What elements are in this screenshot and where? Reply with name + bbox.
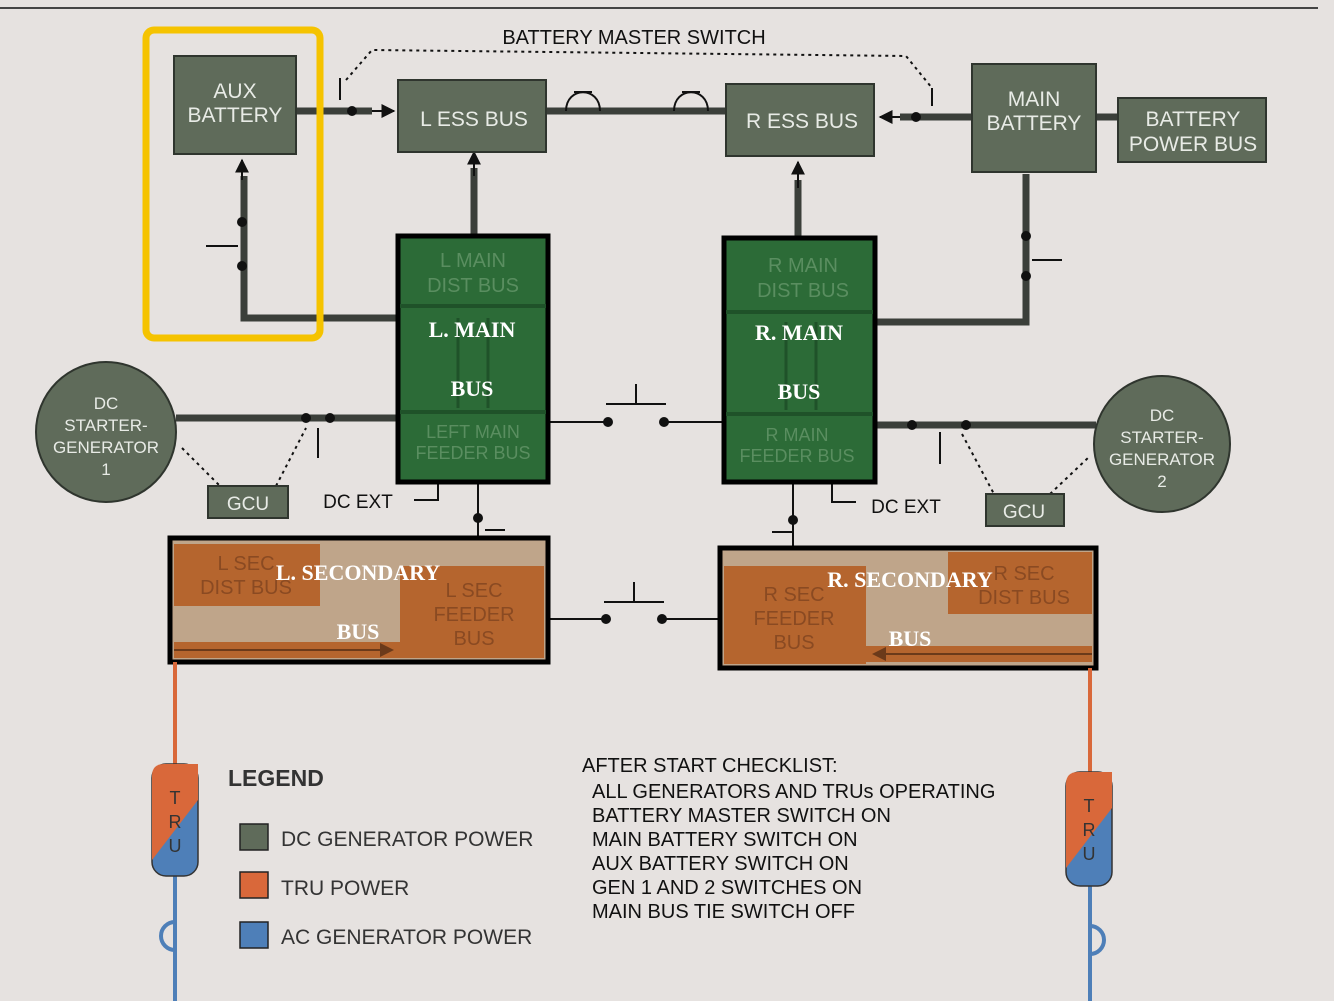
r-sec-feeder-line3: BUS	[773, 632, 814, 654]
main-battery-line2: BATTERY	[987, 112, 1082, 135]
tru-right: T R U	[1065, 668, 1113, 1001]
legend-item-dc: DC GENERATOR POWER	[239, 823, 533, 851]
l-main-overlay-line2: BUS	[451, 376, 494, 401]
legend: LEGEND DC GENERATOR POWER TRU POWER AC G…	[228, 765, 533, 949]
checklist-item: AUX BATTERY SWITCH ON	[592, 853, 849, 875]
aux-battery-highlight	[142, 26, 324, 342]
after-start-checklist: AFTER START CHECKLIST: ALL GENERATORS AN…	[582, 755, 995, 923]
l-main-overlay-line1: L. MAIN	[429, 317, 516, 342]
r-ess-bus-box: R ESS BUS	[725, 83, 875, 157]
gen1-line2: STARTER-	[64, 416, 147, 435]
tru-right-t: T	[1084, 796, 1095, 816]
checklist-item: MAIN BUS TIE SWITCH OFF	[592, 901, 855, 923]
battery-power-bus-line2: POWER BUS	[1129, 133, 1257, 156]
tru-left-t: T	[170, 788, 181, 808]
l-secondary-overlay-line2: BUS	[337, 619, 380, 644]
l-sec-feeder-line2: FEEDER	[433, 604, 514, 626]
aux-battery-box: AUX BATTERY	[173, 55, 297, 155]
checklist-title: AFTER START CHECKLIST:	[582, 755, 838, 777]
gen1-line3: GENERATOR	[53, 438, 159, 457]
checklist-item: ALL GENERATORS AND TRUs OPERATING	[592, 781, 995, 803]
l-main-feeder-line1: LEFT MAIN	[426, 422, 520, 442]
r-main-dist-bus-line2: DIST BUS	[757, 280, 849, 302]
r-ess-bus-label: R ESS BUS	[746, 110, 858, 133]
battery-power-bus-box: BATTERY POWER BUS	[1117, 97, 1267, 163]
legend-label-ac: AC GENERATOR POWER	[281, 926, 532, 949]
l-secondary-bus: L SEC DIST BUS L SEC FEEDER BUS L. SECON…	[167, 535, 551, 665]
tru-right-u: U	[1083, 844, 1096, 864]
l-ess-bus-box: L ESS BUS	[397, 79, 547, 153]
l-secondary-overlay-line1: L. SECONDARY	[276, 560, 440, 585]
r-main-feeder-line1: R MAIN	[766, 425, 829, 445]
gen2-line2: STARTER-	[1120, 428, 1203, 447]
main-battery-box: MAIN BATTERY	[971, 63, 1097, 173]
switch-contacts	[237, 106, 1031, 624]
legend-swatch-tru	[239, 871, 269, 899]
control-lines	[206, 78, 1062, 620]
gen2-line1: DC	[1150, 406, 1175, 425]
gen1-line4: 1	[101, 460, 110, 479]
dc-starter-generator-1: DC STARTER- GENERATOR 1	[35, 361, 177, 503]
r-main-overlay-line1: R. MAIN	[755, 320, 843, 345]
gen2-line3: GENERATOR	[1109, 450, 1215, 469]
legend-label-tru: TRU POWER	[281, 877, 409, 900]
checklist-item: GEN 1 AND 2 SWITCHES ON	[592, 877, 862, 899]
gen2-line4: 2	[1157, 472, 1166, 491]
l-main-feeder-line2: FEEDER BUS	[415, 443, 530, 463]
ess-tie-fuses	[565, 91, 709, 112]
battery-power-bus-line1: BATTERY	[1146, 108, 1241, 131]
dc-ext-right: DC EXT	[871, 497, 941, 518]
battery-master-switch-label: BATTERY MASTER SWITCH	[502, 27, 765, 49]
l-sec-dist-line1: L SEC	[217, 553, 274, 575]
legend-title: LEGEND	[228, 765, 324, 791]
legend-item-tru: TRU POWER	[239, 871, 409, 900]
r-secondary-overlay-line1: R. SECONDARY	[827, 567, 993, 592]
aux-battery-line1: AUX	[213, 80, 256, 103]
r-secondary-overlay-line2: BUS	[889, 626, 932, 651]
flow-arrows	[235, 104, 900, 188]
l-main-bus: L MAIN DIST BUS LEFT MAIN FEEDER BUS L. …	[395, 233, 551, 485]
checklist-item: BATTERY MASTER SWITCH ON	[592, 805, 891, 827]
r-secondary-bus: R SEC FEEDER BUS R SEC DIST BUS R. SECON…	[717, 545, 1099, 671]
gcu-right-label: GCU	[1003, 502, 1045, 523]
legend-item-ac: AC GENERATOR POWER	[239, 921, 532, 949]
legend-swatch-ac	[239, 921, 269, 949]
l-sec-feeder-line1: L SEC	[445, 580, 502, 602]
gcu-left: GCU	[207, 485, 289, 519]
r-sec-dist-line2: DIST BUS	[978, 587, 1070, 609]
tru-left: T R U	[151, 662, 199, 1001]
gen1-line1: DC	[94, 394, 119, 413]
r-main-dist-bus-line1: R MAIN	[768, 255, 838, 277]
checklist-item: MAIN BATTERY SWITCH ON	[592, 829, 858, 851]
dc-starter-generator-2: DC STARTER- GENERATOR 2	[1093, 375, 1231, 513]
l-ess-bus-label: L ESS BUS	[420, 108, 528, 131]
l-sec-dist-line2: DIST BUS	[200, 577, 292, 599]
tru-left-u: U	[169, 836, 182, 856]
dc-ext-left: DC EXT	[323, 492, 393, 513]
l-main-dist-bus-line2: DIST BUS	[427, 275, 519, 297]
tru-right-r: R	[1083, 820, 1096, 840]
legend-label-dc: DC GENERATOR POWER	[281, 828, 533, 851]
gcu-right: GCU	[985, 493, 1065, 527]
r-sec-feeder-line1: R SEC	[763, 584, 824, 606]
l-main-dist-bus-line1: L MAIN	[440, 250, 506, 272]
r-main-overlay-line2: BUS	[778, 379, 821, 404]
gcu-links	[181, 427, 1091, 495]
r-main-feeder-line2: FEEDER BUS	[739, 446, 854, 466]
r-sec-dist-line1: R SEC	[993, 563, 1054, 585]
r-sec-feeder-line2: FEEDER	[753, 608, 834, 630]
tru-left-r: R	[169, 812, 182, 832]
l-sec-feeder-line3: BUS	[453, 628, 494, 650]
aux-battery-line2: BATTERY	[188, 104, 283, 127]
gcu-left-label: GCU	[227, 494, 269, 515]
main-battery-line1: MAIN	[1008, 88, 1061, 111]
legend-swatch-dc	[239, 823, 269, 851]
r-main-bus: R MAIN DIST BUS R MAIN FEEDER BUS R. MAI…	[721, 235, 878, 485]
